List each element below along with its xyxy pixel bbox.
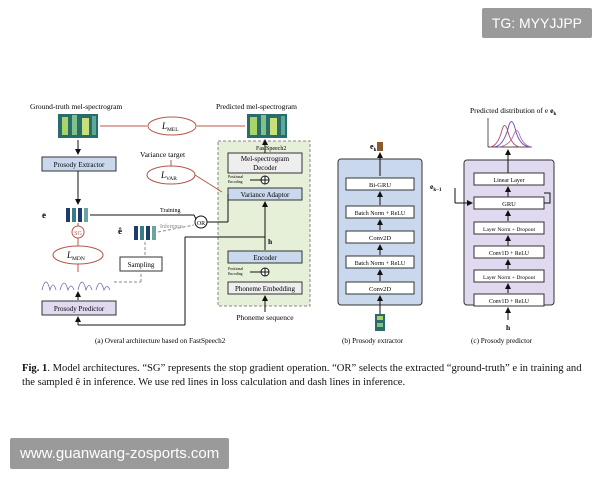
h-label-c: h bbox=[506, 323, 511, 332]
watermark-top: TG: MYYJJPP bbox=[481, 8, 592, 38]
inference-label: Inference bbox=[160, 223, 183, 230]
svg-text:Batch Norm + ReLU: Batch Norm + ReLU bbox=[355, 211, 406, 217]
pred-mel-spectrogram bbox=[247, 114, 287, 138]
mel-input-b bbox=[375, 314, 385, 331]
e-hat-vector bbox=[134, 226, 156, 240]
svg-text:Prosody Extractor: Prosody Extractor bbox=[54, 161, 105, 169]
loss-mel bbox=[147, 116, 197, 136]
svg-text:LMEL: LMEL bbox=[161, 121, 179, 133]
prosody-extractor-box-a bbox=[41, 156, 117, 172]
svg-text:LVAR: LVAR bbox=[160, 170, 177, 182]
phoneme-embedding-box bbox=[227, 281, 303, 295]
gt-mel-label: Ground-truth mel-spectrogram bbox=[30, 102, 122, 111]
gt-mel-spectrogram bbox=[58, 114, 98, 138]
e-hat-label: ê bbox=[118, 226, 122, 236]
figure-caption-text: . Model architectures. “SG” represents t… bbox=[22, 363, 582, 388]
caption-c: (c) Prosody predictor bbox=[471, 337, 533, 345]
svg-text:LMDN: LMDN bbox=[66, 250, 85, 262]
phoneme-sequence-label: Phoneme sequence bbox=[236, 313, 294, 322]
ek-vector-b bbox=[377, 142, 383, 151]
watermark-bottom: www.guanwang-zosports.com bbox=[10, 438, 230, 469]
fastspeech2-label: FastSpeech2 bbox=[256, 146, 286, 152]
svg-text:Variance Adaptor: Variance Adaptor bbox=[241, 191, 290, 199]
svg-text:Conv1D + ReLU: Conv1D + ReLU bbox=[489, 299, 530, 305]
conv2d-box-1 bbox=[345, 230, 415, 244]
svg-text:Phoneme Embedding: Phoneme Embedding bbox=[235, 285, 296, 293]
conv1d-relu-box-2 bbox=[473, 293, 545, 307]
svg-text:SG: SG bbox=[74, 231, 82, 237]
svg-text:Batch Norm + ReLU: Batch Norm + ReLU bbox=[355, 261, 406, 267]
svg-text:Linear Layer: Linear Layer bbox=[493, 178, 524, 184]
svg-text:Layer Norm + Dropout: Layer Norm + Dropout bbox=[483, 227, 536, 233]
conv1d-relu-box-1 bbox=[473, 245, 545, 259]
svg-text:Encoding: Encoding bbox=[228, 180, 243, 184]
svg-text:Layer Norm + Dropout: Layer Norm + Dropout bbox=[483, 275, 536, 281]
h-label-a: h bbox=[268, 237, 273, 246]
svg-text:Conv2D: Conv2D bbox=[369, 235, 391, 242]
svg-text:Conv2D: Conv2D bbox=[369, 286, 391, 293]
ln-dropout-box-2 bbox=[473, 269, 545, 283]
svg-text:GRU: GRU bbox=[502, 201, 516, 208]
ek-label-b: ek bbox=[370, 142, 377, 153]
svg-text:OR: OR bbox=[197, 221, 205, 227]
training-label: Training bbox=[160, 208, 180, 214]
pred-mel-label: Predicted mel-spectrogram bbox=[216, 102, 297, 111]
svg-text:Mel-spectrogram: Mel-spectrogram bbox=[241, 155, 290, 163]
prosody-predictor-box-a bbox=[41, 300, 117, 316]
svg-text:Encoding: Encoding bbox=[228, 272, 243, 276]
e-vector bbox=[66, 208, 88, 222]
svg-text:Encoder: Encoder bbox=[253, 254, 277, 262]
encoder-box bbox=[227, 250, 303, 264]
ek-1-label: ek−1 bbox=[430, 182, 442, 193]
e-label: e bbox=[42, 210, 46, 220]
svg-text:Prosody Predictor: Prosody Predictor bbox=[54, 305, 105, 313]
bn-relu-box-1 bbox=[345, 205, 415, 219]
conv2d-box-2 bbox=[345, 281, 415, 295]
figure-caption: Fig. 1. Model architectures. “SG” repres… bbox=[22, 362, 582, 390]
bn-relu-box-2 bbox=[345, 255, 415, 269]
architecture-diagram: FastSpeech2 Ground-truth mel-spectrogram… bbox=[30, 102, 556, 345]
predicted-distribution-plot bbox=[487, 118, 533, 148]
caption-a: (a) Overal architecture based on FastSpe… bbox=[95, 337, 226, 345]
ln-dropout-box-1 bbox=[473, 221, 545, 235]
linear-layer-box bbox=[473, 172, 545, 186]
svg-text:Sampling: Sampling bbox=[128, 261, 155, 269]
mixture-distributions bbox=[41, 281, 111, 292]
sampling-box bbox=[119, 256, 163, 272]
svg-text:Bi-GRU: Bi-GRU bbox=[369, 182, 391, 189]
caption-b: (b) Prosody extractor bbox=[342, 337, 404, 345]
svg-text:Positional: Positional bbox=[228, 175, 243, 179]
svg-text:Decoder: Decoder bbox=[253, 164, 277, 172]
figure-label: Fig. 1 bbox=[22, 363, 48, 374]
svg-text:Conv1D + ReLU: Conv1D + ReLU bbox=[489, 251, 530, 257]
bi-gru-box bbox=[345, 177, 415, 191]
svg-text:Positional: Positional bbox=[228, 267, 243, 271]
variance-target-label: Variance target bbox=[140, 150, 186, 159]
